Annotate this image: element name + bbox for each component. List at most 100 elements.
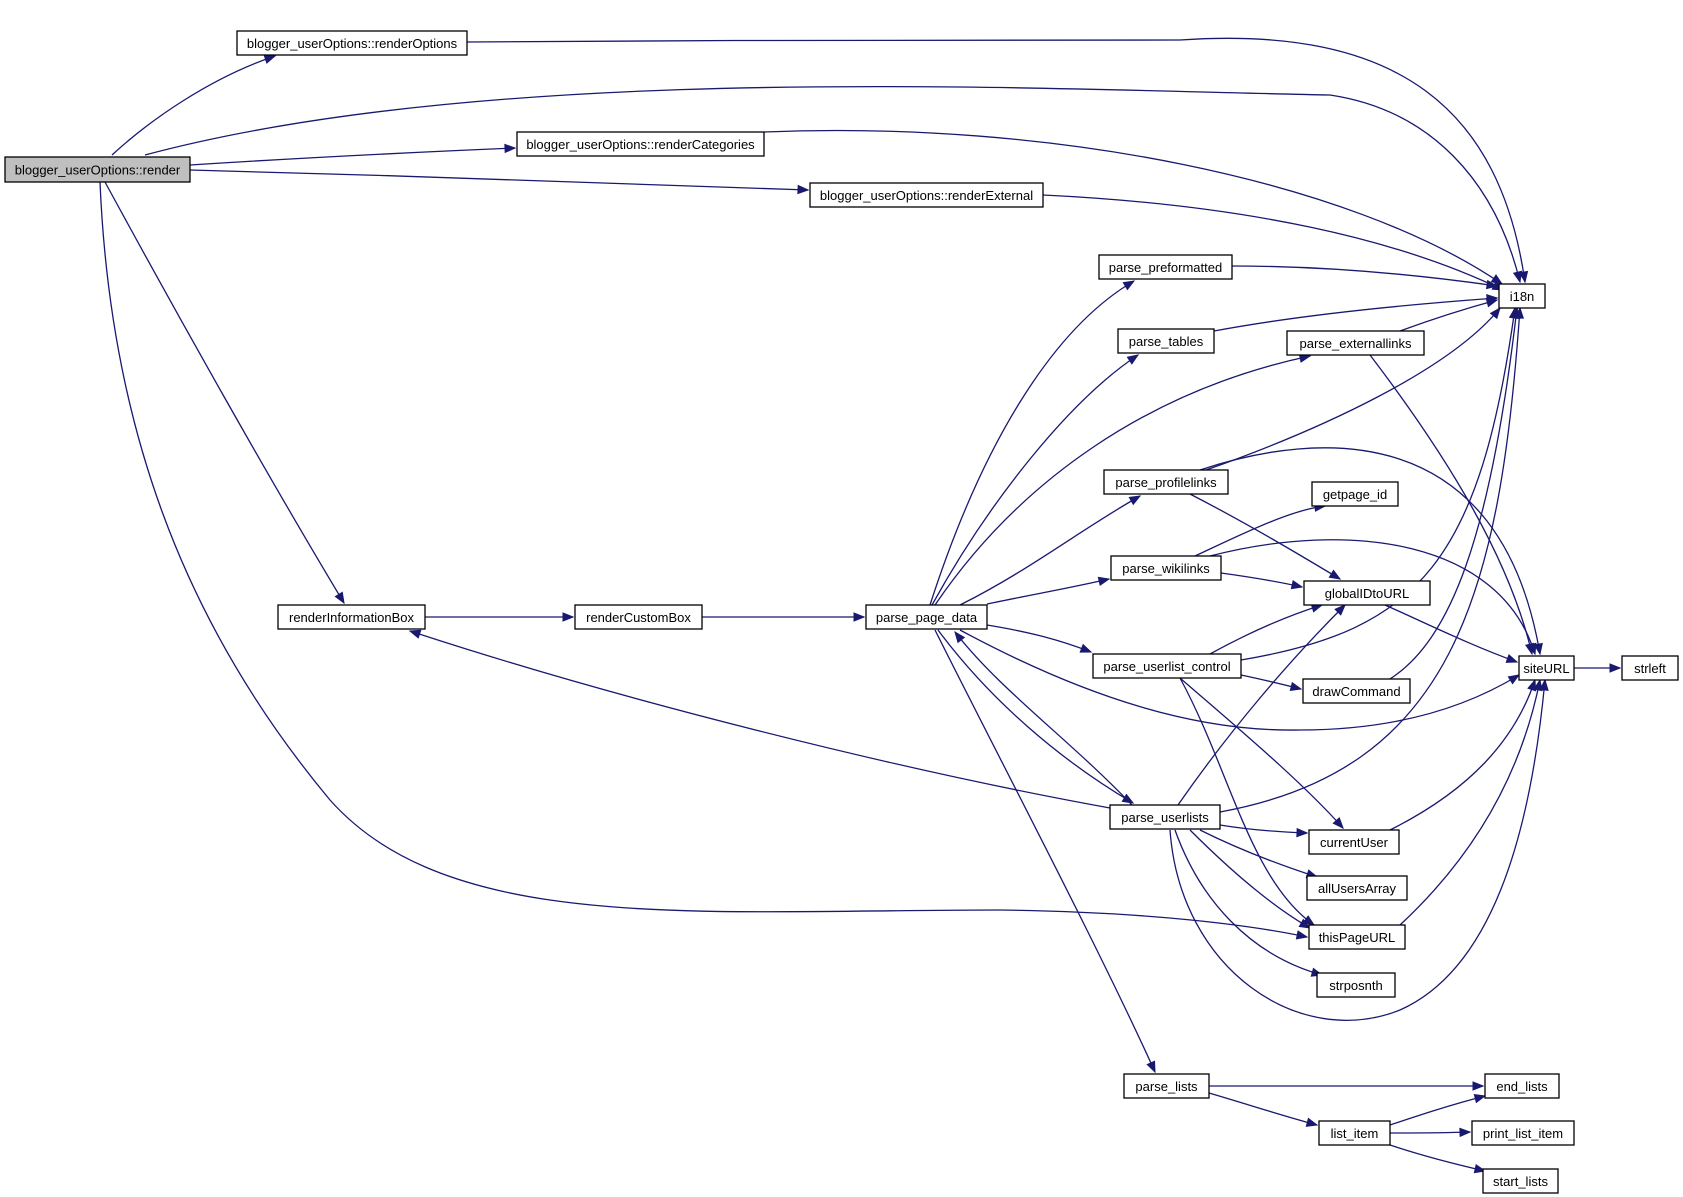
node-parse_wikilinks[interactable]: parse_wikilinks (1110, 555, 1222, 581)
node-renderInformationBox[interactable]: renderInformationBox (277, 604, 426, 630)
edge-arrowhead (1485, 279, 1499, 290)
node-strposnth[interactable]: strposnth (1316, 972, 1396, 998)
edge-arrowhead (1514, 306, 1525, 319)
node-strleft[interactable]: strleft (1621, 655, 1679, 681)
edge-parse_externallinks-to-i18n (1399, 298, 1499, 332)
node-label: list_item (1331, 1126, 1379, 1141)
node-siteURL[interactable]: siteURL (1518, 655, 1575, 681)
node-drawCommand[interactable]: drawCommand (1302, 678, 1411, 704)
edge-arrowhead (504, 143, 517, 154)
edge-list_item-to-end_lists (1389, 1094, 1487, 1126)
node-currentUser[interactable]: currentUser (1308, 829, 1400, 855)
edge-line (409, 630, 1111, 809)
node-label: start_lists (1493, 1174, 1548, 1189)
node-label: i18n (1510, 289, 1535, 304)
node-label: strleft (1634, 661, 1666, 676)
edge-line (99, 181, 1308, 938)
node-label: allUsersArray (1318, 881, 1397, 896)
edge-arrowhead (1289, 681, 1303, 692)
node-render[interactable]: blogger_userOptions::render (4, 156, 191, 183)
edge-line (1174, 829, 1323, 976)
node-label: siteURL (1523, 661, 1569, 676)
edge-line (189, 169, 809, 191)
edge-line (937, 629, 1134, 804)
node-box (1308, 829, 1400, 855)
node-label: drawCommand (1312, 684, 1400, 699)
edge-parse_page_data-to-parse_lists (934, 629, 1156, 1074)
node-label: getpage_id (1323, 487, 1387, 502)
node-allUsersArray[interactable]: allUsersArray (1306, 875, 1408, 901)
edge-parse_profilelinks-to-globalIDtoURL (1189, 493, 1342, 580)
edge-line (1231, 265, 1498, 287)
node-box (1498, 283, 1546, 309)
edge-arrowhead (1507, 674, 1521, 685)
edge-parse_page_data-to-parse_profilelinks (959, 495, 1142, 606)
node-i18n[interactable]: i18n (1498, 283, 1546, 309)
node-label: parse_preformatted (1109, 260, 1222, 275)
node-parse_externallinks[interactable]: parse_externallinks (1286, 330, 1425, 356)
edge-line (934, 629, 1156, 1073)
edge-render-to-renderExternal (189, 169, 810, 195)
node-print_list_item[interactable]: print_list_item (1471, 1120, 1575, 1146)
node-box (1123, 1073, 1210, 1099)
edge-arrowhead (1539, 678, 1549, 691)
node-renderOptions[interactable]: blogger_userOptions::renderOptions (236, 30, 468, 56)
node-label: parse_externallinks (1299, 336, 1412, 351)
edge-arrowhead (1505, 653, 1519, 663)
node-label: blogger_userOptions::renderOptions (247, 36, 458, 51)
node-parse_userlist_control[interactable]: parse_userlist_control (1092, 653, 1242, 679)
node-end_lists[interactable]: end_lists (1484, 1073, 1560, 1099)
node-label: parse_page_data (876, 610, 978, 625)
node-start_lists[interactable]: start_lists (1482, 1168, 1559, 1194)
edge-line (1389, 1131, 1471, 1134)
node-globalIDtoURL[interactable]: globalIDtoURL (1303, 580, 1431, 606)
node-parse_tables[interactable]: parse_tables (1117, 328, 1215, 354)
node-parse_profilelinks[interactable]: parse_profilelinks (1103, 469, 1229, 495)
node-parse_lists[interactable]: parse_lists (1123, 1073, 1210, 1099)
node-parse_page_data[interactable]: parse_page_data (865, 604, 988, 630)
node-parse_userlists[interactable]: parse_userlists (1109, 804, 1221, 830)
node-box (865, 604, 988, 630)
edge-arrowhead (1334, 604, 1346, 616)
edge-arrowhead (853, 612, 866, 622)
edge-arrowhead (1305, 1117, 1319, 1127)
node-label: parse_profilelinks (1115, 475, 1217, 490)
edge-arrowhead (1298, 918, 1312, 929)
node-renderExternal[interactable]: blogger_userOptions::renderExternal (809, 182, 1044, 208)
edge-line (929, 280, 1135, 606)
edge-renderInformationBox-to-renderCustomBox (425, 612, 575, 622)
node-box (1308, 924, 1406, 950)
node-thisPageURL[interactable]: thisPageURL (1308, 924, 1406, 950)
edge-render-to-renderOptions (111, 54, 277, 156)
node-renderCategories[interactable]: blogger_userOptions::renderCategories (516, 131, 765, 157)
node-label: parse_wikilinks (1122, 561, 1210, 576)
edge-line (1384, 604, 1518, 663)
node-getpage_id[interactable]: getpage_id (1311, 481, 1399, 507)
edge-line (144, 85, 1521, 283)
edge-line (466, 37, 1526, 283)
edge-parse_preformatted-to-i18n (1231, 265, 1499, 290)
node-label: print_list_item (1483, 1126, 1563, 1141)
edge-parse_userlist_control-to-thisPageURL (1179, 677, 1316, 926)
edge-parse_wikilinks-to-getpage_id (1194, 502, 1327, 557)
edge-line (954, 631, 1133, 806)
nodes-layer: blogger_userOptions::renderblogger_userO… (4, 30, 1679, 1194)
node-parse_preformatted[interactable]: parse_preformatted (1098, 254, 1233, 280)
edge-line (1208, 1092, 1318, 1126)
node-box (1306, 875, 1408, 901)
edge-arrowhead (1533, 642, 1543, 656)
edge-drawCommand-to-i18n (1389, 306, 1521, 680)
edge-list_item-to-print_list_item (1389, 1127, 1472, 1138)
node-box (1482, 1168, 1559, 1194)
node-box (1621, 655, 1679, 681)
edge-arrowhead (562, 612, 575, 622)
edge-line (1213, 297, 1498, 332)
node-box (1518, 655, 1575, 681)
node-list_item[interactable]: list_item (1318, 1120, 1391, 1146)
edge-line (1169, 679, 1546, 1021)
edge-line (1389, 1144, 1486, 1172)
node-label: strposnth (1329, 978, 1382, 993)
node-label: parse_userlist_control (1103, 659, 1230, 674)
edge-parse_page_data-to-parse_userlist_control (986, 624, 1093, 653)
node-renderCustomBox[interactable]: renderCustomBox (574, 604, 703, 630)
